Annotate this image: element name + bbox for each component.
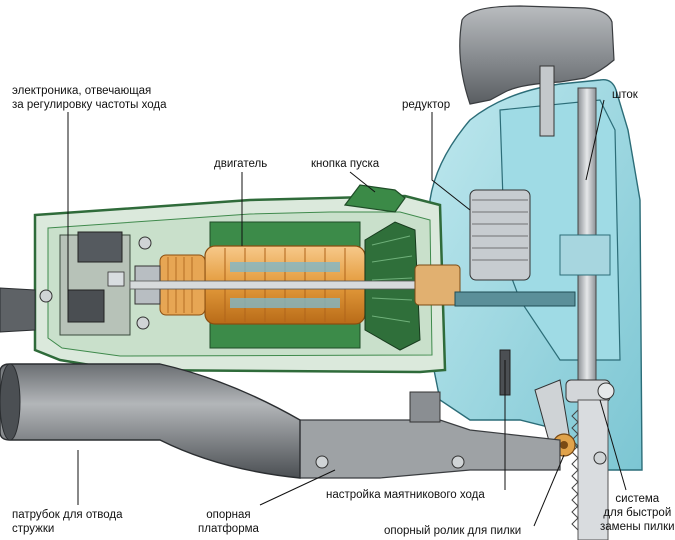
base-foot <box>409 391 441 423</box>
label-dust-port: патрубок для отвода стружки <box>12 509 123 535</box>
reducer-teeth <box>472 199 528 261</box>
screw-icon <box>597 382 615 400</box>
label-base-plate: опорная платформа <box>198 509 259 535</box>
leader-lines <box>67 99 627 527</box>
armature-stripe <box>230 298 340 308</box>
label-reducer: редуктор <box>402 99 451 111</box>
label-rod: шток <box>612 89 638 101</box>
armature-stripe <box>230 262 340 272</box>
label-pendulum-adjust: настройка маятникового хода <box>326 489 485 501</box>
screw-icon <box>136 316 150 330</box>
start-button <box>343 184 406 213</box>
screw-icon <box>39 289 53 303</box>
support-roller-hub <box>560 441 568 449</box>
electronics-chip <box>107 271 125 287</box>
motor-stator-top <box>209 221 361 249</box>
label-support-roller: опорный ролик для пилки <box>384 525 522 537</box>
saw-teeth <box>571 409 579 531</box>
dust-port-tube <box>0 363 301 479</box>
screw-icon <box>315 455 329 469</box>
motor-stator-bottom <box>209 321 361 349</box>
electronics-module-top <box>77 231 123 263</box>
label-electronics: электроника, отвечающая за регулировку ч… <box>12 85 167 111</box>
fan-blades <box>371 235 413 323</box>
motor-shaft <box>129 280 461 290</box>
rod-guide-block <box>559 234 611 276</box>
base-plate <box>284 419 561 479</box>
electronics-module-bottom <box>67 289 105 323</box>
rod-guide-top <box>539 65 555 137</box>
pinion-gear <box>414 264 461 306</box>
reducer-plate <box>454 291 576 307</box>
label-quick-change: система для быстрой замены пилки <box>600 493 675 533</box>
label-start-button: кнопка пуска <box>311 158 380 170</box>
top-handle <box>459 5 615 105</box>
power-cord <box>0 287 36 333</box>
dust-port-opening <box>0 363 21 441</box>
label-motor: двигатель <box>214 158 268 170</box>
screw-icon <box>451 455 465 469</box>
screw-icon <box>593 451 607 465</box>
reducer-gear <box>469 189 531 281</box>
screw-icon <box>138 236 152 250</box>
